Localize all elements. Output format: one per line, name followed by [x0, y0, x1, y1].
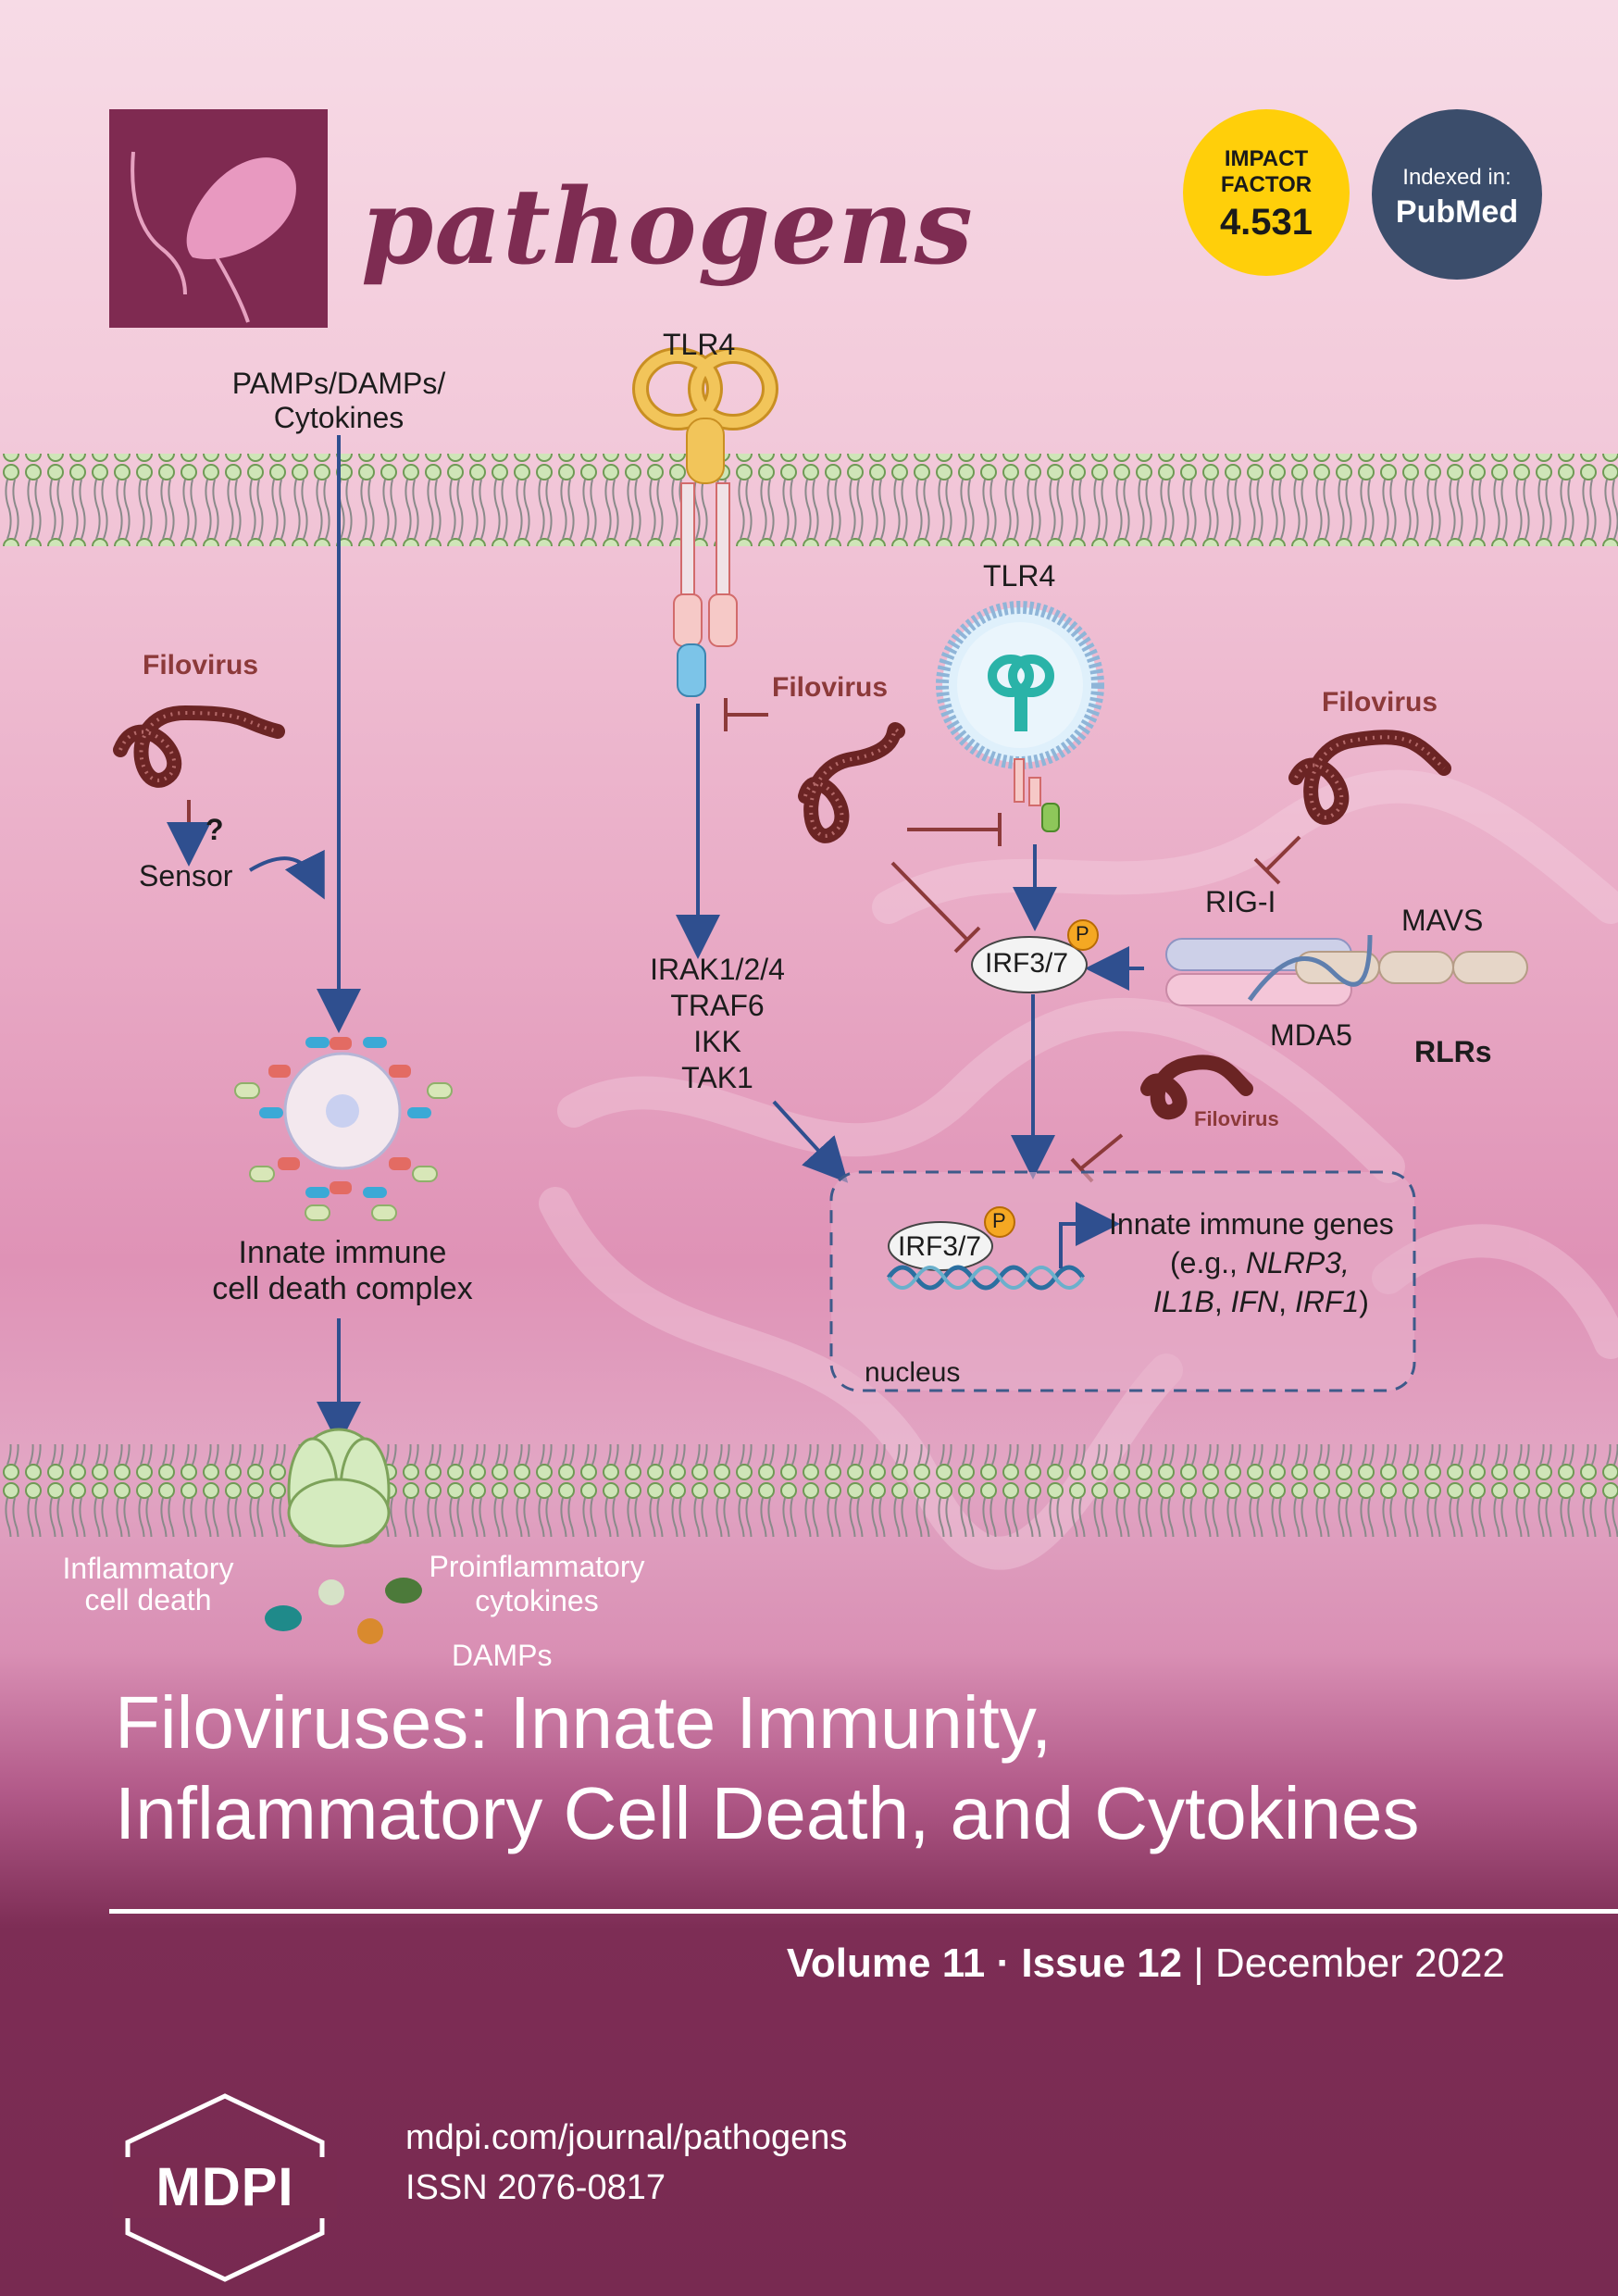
- filovirus-label-4: Filovirus: [1194, 1107, 1279, 1130]
- endosome-tlr4: [936, 601, 1104, 832]
- journal-url[interactable]: mdpi.com/journal/pathogens: [405, 2118, 848, 2157]
- nucleus-box: [829, 1170, 1416, 1392]
- question-mark: ?: [205, 813, 224, 846]
- pubmed-label: PubMed: [1395, 194, 1519, 230]
- impact-value: 4.531: [1219, 202, 1313, 243]
- impact-label-1: IMPACT: [1224, 146, 1309, 171]
- cover-title-line-2: Inflammatory Cell Death, and Cytokines: [115, 1771, 1420, 1854]
- irf-cytoplasmic-label: IRF3/7: [985, 948, 1069, 979]
- filovirus-label-2: Filovirus: [772, 672, 889, 703]
- genes-title: Innate immune genes: [1109, 1207, 1394, 1241]
- mdpi-hexagon-icon: [113, 2093, 337, 2282]
- tlr4-surface-label: TLR4: [663, 328, 736, 361]
- genes-line-1: (e.g., NLRP3,: [1170, 1246, 1350, 1279]
- genes-line-2: IL1B, IFN, IRF1): [1153, 1285, 1369, 1318]
- impact-label-2: FACTOR: [1220, 172, 1313, 197]
- signal-arrows: [248, 435, 1144, 1446]
- rig-i-label: RIG-I: [1205, 885, 1276, 918]
- pubmed-badge: Indexed in: PubMed: [1372, 109, 1542, 280]
- mavs-label: MAVS: [1401, 904, 1484, 937]
- journal-logo: [109, 109, 328, 328]
- filovirus-spikes: [118, 710, 1446, 838]
- rlr-complex: [1165, 934, 1528, 1006]
- tlr4-endosome-label: TLR4: [983, 559, 1056, 593]
- issue-label: Issue 12: [1021, 1940, 1183, 1986]
- nucleus-label: nucleus: [865, 1357, 961, 1388]
- title-divider: [109, 1909, 1618, 1914]
- issn-label: ISSN 2076-0817: [405, 2168, 666, 2207]
- cell-membrane-top: [0, 454, 1618, 546]
- mda5-label: MDA5: [1270, 1018, 1352, 1052]
- cover-title: Filoviruses: Innate Immunity, Inflammato…: [115, 1678, 1420, 1858]
- issue-date: December 2022: [1214, 1940, 1505, 1986]
- journal-name: pathogens: [361, 167, 974, 288]
- rlrs-label: RLRs: [1414, 1035, 1492, 1068]
- membrane-pore: [287, 1428, 391, 1548]
- mdpi-wordmark: MDPI: [156, 2157, 294, 2217]
- filovirus-label-1: Filovirus: [143, 650, 259, 680]
- pamps-label: PAMPs/DAMPs/Cytokines: [231, 367, 446, 434]
- cover-title-line-1: Filoviruses: Innate Immunity,: [115, 1681, 1052, 1764]
- volume-label: Volume 11: [786, 1940, 986, 1986]
- indexed-label: Indexed in:: [1402, 165, 1512, 190]
- impact-factor-badge: IMPACT FACTOR 4.531: [1183, 109, 1350, 276]
- filovirus-label-3: Filovirus: [1322, 687, 1438, 718]
- irf-cytoplasmic-shape: [971, 936, 1088, 993]
- phospho-label-2: P: [992, 1209, 1006, 1232]
- damps-label: DAMPs: [452, 1639, 553, 1672]
- released-molecules: [265, 1578, 422, 1644]
- sensor-label: Sensor: [139, 859, 233, 892]
- irf-nuclear-label: IRF3/7: [898, 1231, 982, 1262]
- volume-issue-line: Volume 11 · Issue 12 | December 2022: [786, 1940, 1505, 1986]
- cell-membrane-bottom: [0, 1444, 1618, 1537]
- phospho-label-1: P: [1076, 922, 1089, 945]
- tlr4-surface-receptor: [632, 347, 778, 697]
- mdpi-logo: MDPI: [109, 2090, 341, 2285]
- bacterium-icon: [131, 151, 296, 323]
- dna-strand: [886, 1265, 1086, 1291]
- cell-death-complex: [234, 1037, 453, 1221]
